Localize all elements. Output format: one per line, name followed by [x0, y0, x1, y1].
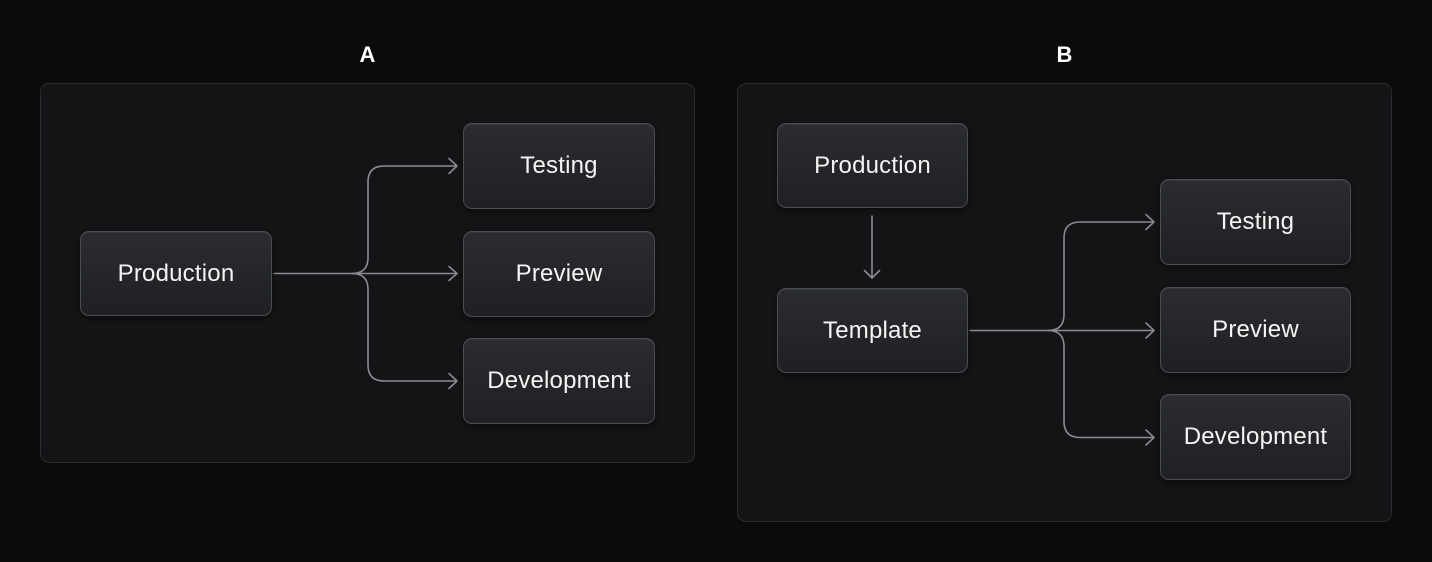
edge-b-template-development-arrow [1047, 329, 1155, 446]
diagram-b-node-production: Production [777, 123, 968, 208]
edge-b-template-preview-arrow [969, 322, 1155, 339]
diagram-b-node-preview: Preview [1160, 287, 1351, 373]
edge-b-template-testing-arrow [1047, 213, 1155, 332]
edge-a-production-testing-arrow [351, 157, 458, 275]
diagram-b-node-template: Template [777, 288, 968, 373]
edge-a-production-preview-arrow [273, 265, 458, 282]
edge-a-production-development-arrow [351, 272, 458, 390]
diagram-b-node-development: Development [1160, 394, 1351, 480]
diagram-a-label: A [359, 42, 376, 67]
diagram-b-node-testing: Testing [1160, 179, 1351, 265]
diagram-a-node-testing: Testing [463, 123, 655, 209]
edge-b-production-template-arrow [863, 215, 881, 279]
diagram-a-node-development: Development [463, 338, 655, 424]
diagram-a-node-production: Production [80, 231, 272, 316]
diagram-b-label: B [1056, 42, 1073, 67]
diagram-a-node-preview: Preview [463, 231, 655, 317]
